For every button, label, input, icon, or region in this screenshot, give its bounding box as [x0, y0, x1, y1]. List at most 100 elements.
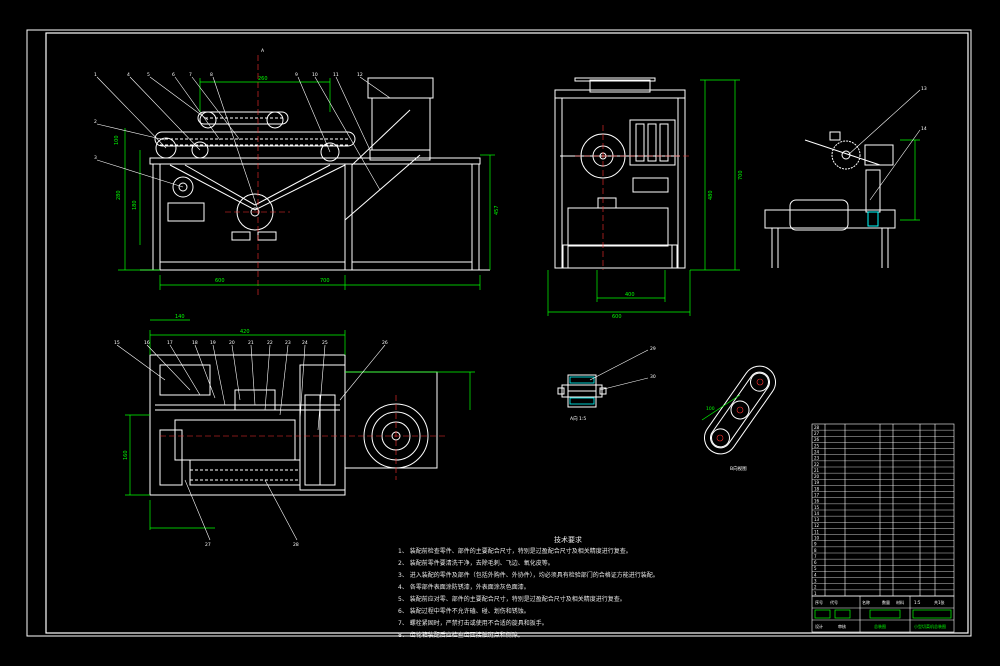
parts-row-number: 10	[814, 536, 820, 541]
front-view-dimensions	[118, 78, 495, 290]
signature-label: 审核	[838, 623, 846, 629]
parts-row-number: 1	[814, 591, 817, 596]
chain-detail-view	[703, 365, 777, 455]
detail-view-accents	[867, 211, 879, 227]
title-block-accents	[814, 609, 952, 619]
dim-label: 160	[123, 450, 129, 460]
dim-label: 180	[132, 200, 138, 210]
parts-row-number: 24	[814, 450, 820, 455]
balloon-label: 30	[650, 374, 656, 380]
parts-row-number: 7	[814, 554, 817, 559]
technical-note: 5、 装配前应对零、部件的主要配合尺寸，特别是过盈配合尺寸及相关精度进行复查。	[398, 596, 626, 603]
parts-row-number: 6	[814, 560, 817, 565]
balloon-label: 10	[312, 72, 318, 78]
parts-row-number: 16	[814, 499, 820, 504]
balloon-label: 27	[205, 542, 211, 548]
parts-row-number: 13	[814, 517, 820, 522]
inner-frame	[45, 32, 969, 634]
balloon-label: 19	[210, 340, 216, 346]
detail-view-leaders	[847, 89, 921, 201]
front-view-balloon-labels: 1 2 3 4 5 6 7 8 9 10 11 12 A	[94, 48, 363, 161]
parts-row-number: 12	[814, 523, 820, 528]
parts-row-number: 8	[814, 548, 817, 553]
technical-note: 3、 进入装配的零件及部件（包括外购件、外协件），均必须具有检验部门的合格证方能…	[398, 572, 659, 579]
dim-label: 420	[240, 329, 250, 335]
parts-row-number: 26	[814, 437, 820, 442]
dim-label: 280	[116, 190, 122, 200]
parts-row-number: 14	[814, 511, 820, 516]
dim-label: 100	[114, 135, 120, 145]
balloon-label: 23	[285, 340, 291, 346]
balloon-label: 5	[147, 72, 150, 78]
front-view-centerlines	[225, 55, 290, 295]
dim-label: 700	[320, 278, 330, 284]
chain-detail-centers	[716, 378, 764, 442]
parts-list-rows: 2827262524232221201918171615141312111098…	[812, 425, 954, 597]
balloon-label: 14	[921, 126, 927, 132]
chain-detail-dimension	[701, 394, 741, 421]
dim-label: 100	[706, 406, 715, 412]
balloon-label: 4	[127, 72, 130, 78]
parts-row-number: 9	[814, 542, 817, 547]
front-view	[140, 77, 490, 271]
parts-row-number: 27	[814, 431, 820, 436]
drawing-name: 小型切菜机总装图	[914, 623, 946, 629]
parts-row-number: 2	[814, 585, 817, 590]
technical-note: 7、 螺栓紧固时，严禁打击或使用不合适的旋具和扳手。	[398, 620, 548, 627]
top-view-centerlines	[160, 395, 445, 480]
parts-row-number: 3	[814, 579, 817, 584]
parts-row-number: 11	[814, 529, 820, 534]
parts-row-number: 17	[814, 493, 820, 498]
balloon-label: 1	[94, 72, 97, 78]
balloon-label: 9	[295, 72, 298, 78]
scale-label: 1:5	[914, 600, 921, 605]
parts-row-number: 4	[814, 572, 817, 577]
technical-note: 6、 装配过程中零件不允许磕、碰、划伤和锈蚀。	[398, 608, 530, 615]
parts-row-number: 22	[814, 462, 820, 467]
balloon-label: 7	[189, 72, 192, 78]
header-label: 代号	[830, 599, 838, 605]
small-part-labels: 29 30 A向 1:5	[570, 346, 656, 422]
dim-label: 700	[738, 170, 744, 180]
detail-view	[764, 131, 896, 268]
top-view-leaders	[116, 344, 386, 541]
small-part-leaders	[589, 349, 649, 391]
company-name: 总装图	[874, 623, 886, 629]
balloon-label: 24	[302, 340, 308, 346]
parts-row-number: 5	[814, 566, 817, 571]
dim-label: 140	[175, 314, 185, 320]
balloon-label: 3	[94, 155, 97, 161]
balloon-label: 11	[333, 72, 339, 78]
header-label: 名称	[862, 599, 870, 605]
dim-label: 457	[494, 205, 500, 215]
balloon-label: 16	[144, 340, 150, 346]
detail-view-dimensions	[900, 139, 920, 221]
balloon-label: 20	[229, 340, 235, 346]
title-block-labels: 小型切菜机总装图 总装图 1:5 共1张 序号 代号 名称 数量 材料 设计 审…	[815, 599, 946, 629]
dim-label: 480	[708, 190, 714, 200]
balloon-label: 18	[192, 340, 198, 346]
top-view	[149, 354, 438, 496]
technical-note: 2、 装配前零件要清洗干净，去除毛刺、飞边、氧化皮等。	[398, 560, 554, 567]
dim-label: 400	[625, 292, 635, 298]
side-view-dim-labels: 400 600 700 480	[612, 170, 744, 320]
side-view-centerlines	[575, 125, 690, 270]
balloon-label: 28	[293, 542, 299, 548]
parts-row-number: 25	[814, 443, 820, 448]
parts-row-number: 19	[814, 480, 820, 485]
front-view-dim-labels: 600 260 280 700 457 180 100	[114, 76, 500, 284]
balloon-label: 21	[248, 340, 254, 346]
top-view-dimensions	[125, 319, 475, 530]
balloon-label: 8	[210, 72, 213, 78]
chain-detail-labels: 100 B向视图	[706, 406, 747, 472]
detail-view-balloon-labels: 13 14	[921, 86, 927, 132]
front-view-leaders	[96, 76, 391, 211]
balloon-label: 2	[94, 119, 97, 125]
header-label: 数量	[882, 599, 890, 605]
technical-note: 1、 装配前检查零件、部件的主要配合尺寸，特别是过盈配合尺寸及相关精度进行复查。	[398, 548, 632, 555]
top-view-balloon-labels: 15 16 17 18 19 20 21 22 23 24 25 26 27 2…	[114, 340, 388, 548]
parts-row-number: 21	[814, 468, 820, 473]
balloon-label: 22	[267, 340, 273, 346]
dim-label: 600	[612, 314, 622, 320]
